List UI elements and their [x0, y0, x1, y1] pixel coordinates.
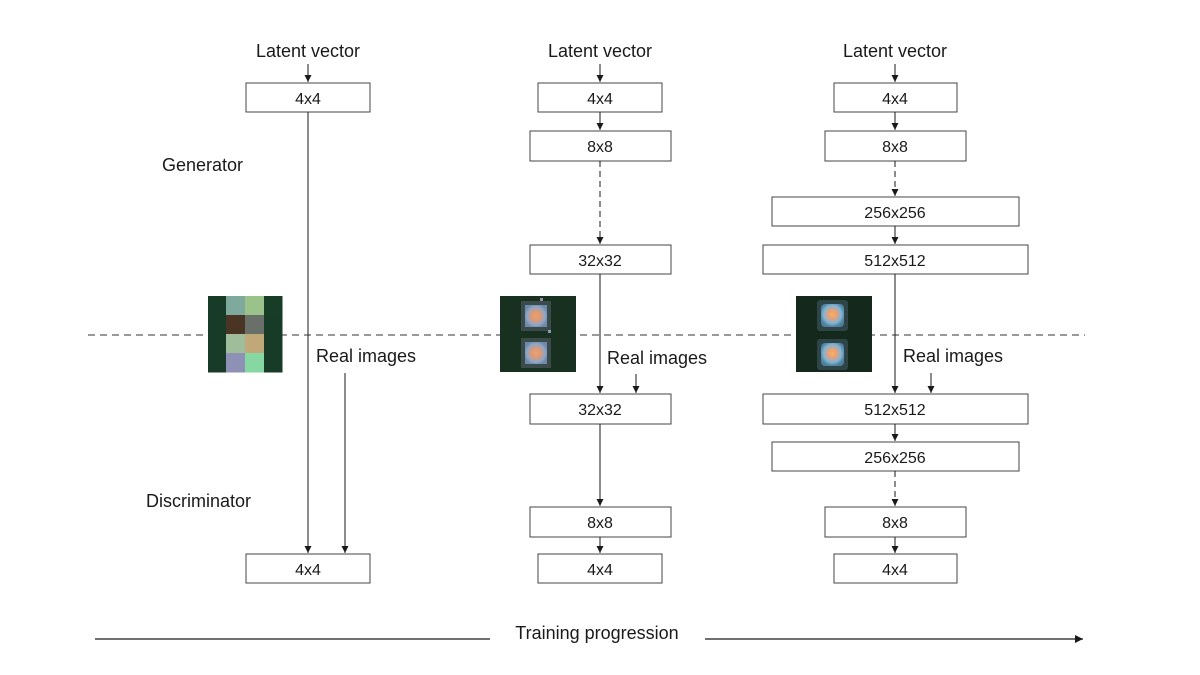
sample-pixel: [226, 353, 246, 373]
sample-pixel: [245, 353, 265, 373]
discriminator-block-label: 32x32: [578, 402, 622, 419]
discriminator-block: [762, 393, 1029, 425]
sample-pixel: [208, 296, 227, 316]
sample-pixel: [226, 315, 246, 335]
generated-sample-image: [500, 296, 576, 372]
generator-block: [529, 244, 672, 275]
discriminator-block: [771, 441, 1020, 472]
generator-block-label: 8x8: [882, 139, 908, 156]
training-progression-label: Training progression: [515, 623, 678, 643]
discriminator-label: Discriminator: [146, 491, 251, 511]
column-2: Latent vector 4x4 8x8 32x32 Real images …: [500, 41, 707, 584]
generator-block-label: 8x8: [587, 139, 613, 156]
generator-block-label: 32x32: [578, 253, 622, 270]
generator-block: [771, 196, 1020, 227]
sample-pixel: [264, 353, 283, 373]
generated-sample-image: [796, 296, 872, 372]
generator-block-label: 512x512: [864, 253, 925, 270]
sample-pixel: [264, 334, 283, 354]
generator-block: [537, 82, 663, 113]
sample-pixel: [264, 296, 283, 316]
sample-pixel: [245, 315, 265, 335]
latent-vector-label: Latent vector: [256, 41, 360, 61]
discriminator-block-label: 4x4: [587, 562, 613, 579]
discriminator-block: [529, 393, 672, 425]
sample-pixel: [208, 334, 227, 354]
sample-pixel: [245, 296, 265, 316]
generator-block: [824, 130, 967, 162]
discriminator-block-label: 4x4: [882, 562, 908, 579]
discriminator-block: [833, 553, 958, 584]
discriminator-block-label: 512x512: [864, 402, 925, 419]
discriminator-block: [245, 553, 371, 584]
sample-pixel: [226, 334, 246, 354]
generated-sample-image: [208, 296, 283, 373]
generator-block: [762, 244, 1029, 275]
generator-block: [245, 82, 371, 113]
discriminator-block-label: 4x4: [295, 562, 321, 579]
generator-block-label: 4x4: [587, 91, 613, 108]
real-images-label: Real images: [316, 346, 416, 366]
sample-pixel: [226, 296, 246, 316]
column-1: Latent vector 4x4 Real images 4x4: [208, 41, 416, 584]
real-images-label: Real images: [903, 346, 1003, 366]
generator-block-label: 4x4: [295, 91, 321, 108]
sample-pixel: [264, 315, 283, 335]
generator-block: [833, 82, 958, 113]
column-3: Latent vector 4x4 8x8 256x256 512x512 Re…: [762, 41, 1029, 584]
generator-block-label: 256x256: [864, 205, 925, 222]
latent-vector-label: Latent vector: [843, 41, 947, 61]
discriminator-block: [824, 506, 967, 538]
discriminator-block: [529, 506, 672, 538]
generator-label: Generator: [162, 155, 243, 175]
discriminator-block-label: 256x256: [864, 450, 925, 467]
latent-vector-label: Latent vector: [548, 41, 652, 61]
discriminator-block: [537, 553, 663, 584]
discriminator-block-label: 8x8: [587, 515, 613, 532]
sample-pixel: [245, 334, 265, 354]
generator-block-label: 4x4: [882, 91, 908, 108]
sample-pixel: [208, 315, 227, 335]
sample-pixel: [208, 353, 227, 373]
real-images-label: Real images: [607, 348, 707, 368]
discriminator-block-label: 8x8: [882, 515, 908, 532]
